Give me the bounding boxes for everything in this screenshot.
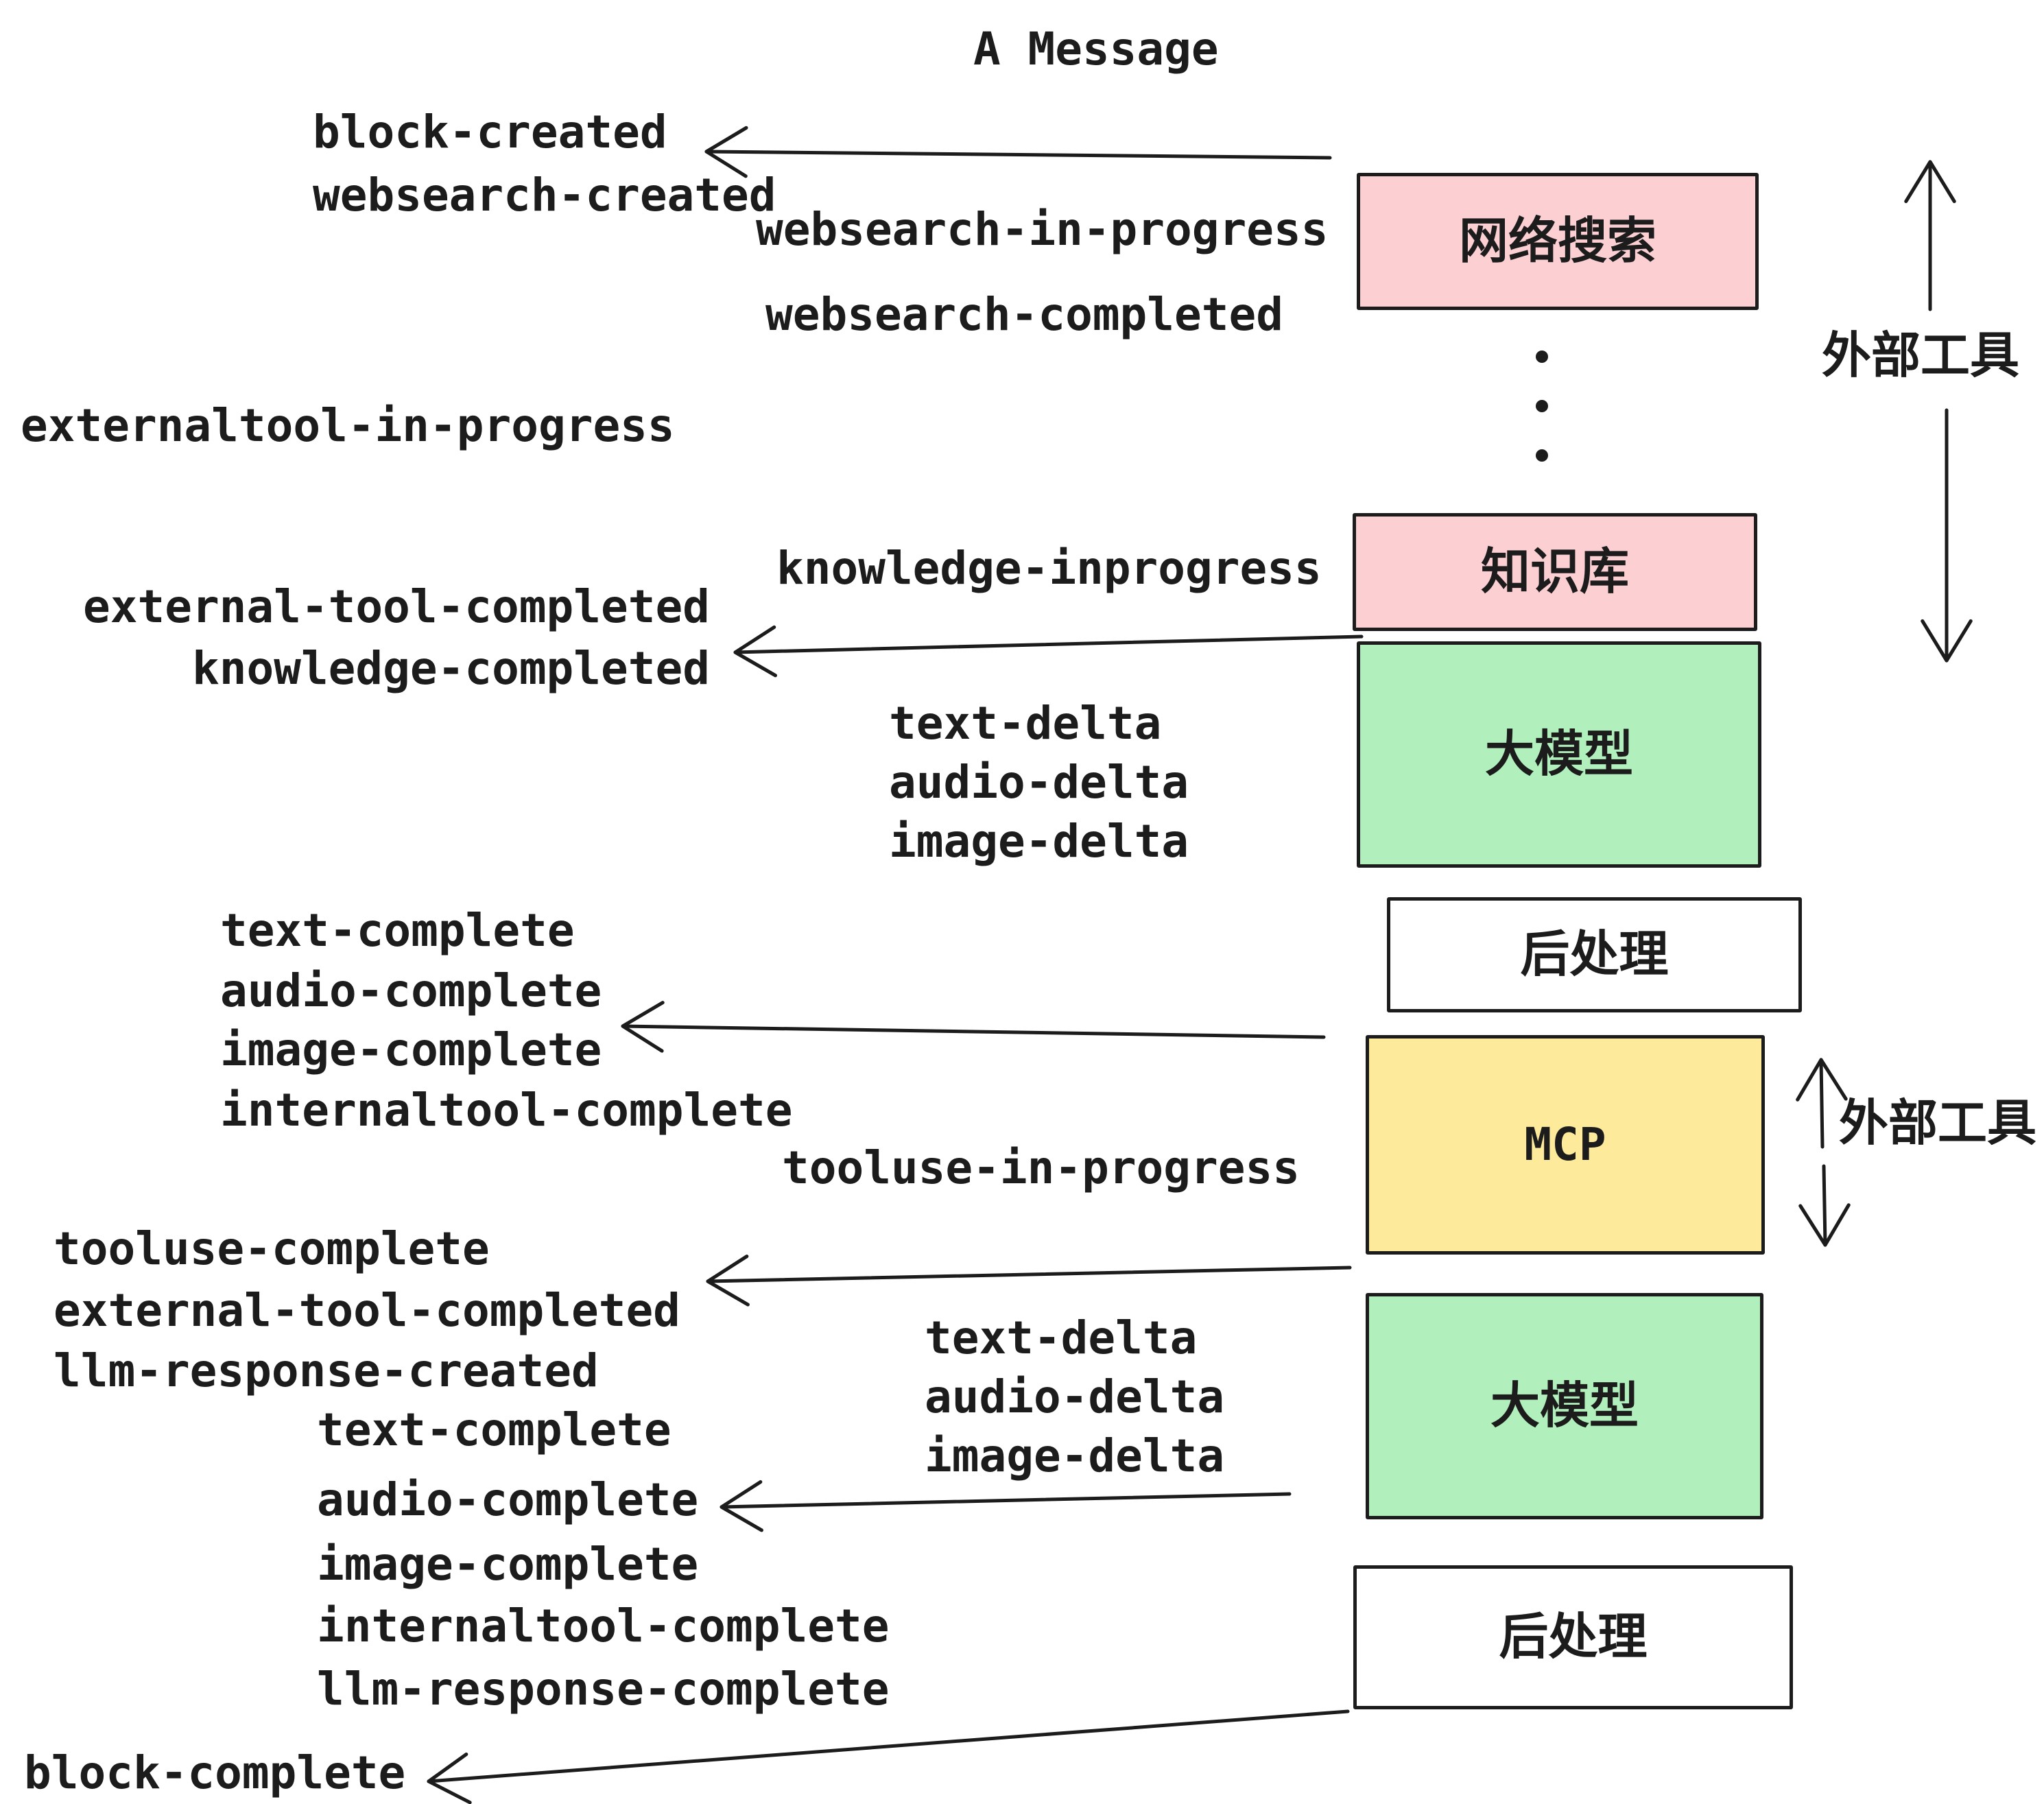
box-postprocess-2: 后处理 bbox=[1353, 1565, 1793, 1709]
mcp-double-arrow-up bbox=[1796, 1058, 1848, 1149]
event-label-block-complete: block-complete bbox=[24, 1746, 406, 1799]
event-label-image-delta-1: image-delta bbox=[889, 815, 1189, 868]
event-label-websearch-completed: websearch-completed bbox=[765, 288, 1283, 341]
box-label-llm-1: 大模型 bbox=[1484, 727, 1633, 782]
event-label-tooluse-complete: tooluse-complete bbox=[54, 1222, 490, 1275]
event-label-websearch-in-progress: websearch-in-progress bbox=[756, 203, 1329, 256]
event-label-audio-delta-2: audio-delta bbox=[925, 1370, 1225, 1423]
arrow-to-block-complete bbox=[427, 1709, 1350, 1804]
event-label-knowledge-completed: knowledge-completed bbox=[192, 642, 710, 695]
event-label-external-tool-completed-2: external-tool-completed bbox=[54, 1284, 680, 1337]
event-label-text-complete-1: text-complete bbox=[220, 904, 575, 957]
event-label-text-complete-2: text-complete bbox=[317, 1403, 672, 1456]
event-label-llm-response-complete: llm-response-complete bbox=[317, 1663, 890, 1716]
event-label-external-tool-completed-1: external-tool-completed bbox=[83, 580, 710, 633]
diagram-title: A Message bbox=[973, 23, 1219, 75]
event-label-internaltool-complete-1: internaltool-complete bbox=[220, 1084, 793, 1137]
arrow-to-audio-complete bbox=[720, 1480, 1292, 1532]
event-label-image-complete-1: image-complete bbox=[220, 1023, 602, 1076]
box-label-llm-2: 大模型 bbox=[1490, 1379, 1639, 1434]
event-label-audio-complete-1: audio-complete bbox=[220, 964, 602, 1017]
ellipsis-dots-icon bbox=[1536, 351, 1548, 462]
event-label-externaltool-in-progress: externaltool-in-progress bbox=[21, 399, 675, 452]
event-label-block-created: block-created bbox=[313, 106, 667, 158]
event-label-image-complete-2: image-complete bbox=[317, 1538, 699, 1591]
event-label-tooluse-in-progress: tooluse-in-progress bbox=[782, 1141, 1300, 1194]
event-label-image-delta-2: image-delta bbox=[925, 1429, 1225, 1482]
event-label-llm-response-created: llm-response-created bbox=[54, 1344, 599, 1397]
box-label-postprocess-1: 后处理 bbox=[1520, 927, 1669, 982]
box-llm-1: 大模型 bbox=[1357, 641, 1761, 868]
arrow-to-knowledge-completed bbox=[733, 625, 1364, 678]
event-label-knowledge-inprogress: knowledge-inprogress bbox=[776, 542, 1322, 595]
event-label-audio-complete-2: audio-complete bbox=[317, 1473, 699, 1526]
mcp-double-arrow-down bbox=[1798, 1164, 1851, 1247]
box-postprocess-1: 后处理 bbox=[1387, 897, 1802, 1012]
event-label-websearch-created: websearch-created bbox=[313, 169, 776, 222]
box-label-knowledge: 知识库 bbox=[1480, 545, 1629, 600]
event-label-audio-delta-1: audio-delta bbox=[889, 756, 1189, 809]
box-label-mcp: MCP bbox=[1524, 1118, 1606, 1171]
annotation-external-tools-1: 外部工具 bbox=[1822, 329, 2020, 383]
box-mcp: MCP bbox=[1366, 1035, 1765, 1255]
box-label-websearch: 网络搜索 bbox=[1458, 214, 1656, 269]
annotation-external-tools-2: 外部工具 bbox=[1839, 1096, 2037, 1151]
box-knowledge: 知识库 bbox=[1353, 513, 1757, 631]
arrow-to-block-created bbox=[704, 126, 1332, 178]
event-label-internaltool-complete-2: internaltool-complete bbox=[317, 1600, 890, 1652]
box-label-postprocess-2: 后处理 bbox=[1499, 1610, 1648, 1665]
arrow-to-image-complete bbox=[621, 1001, 1326, 1053]
box-llm-2: 大模型 bbox=[1366, 1293, 1763, 1519]
box-websearch: 网络搜索 bbox=[1357, 173, 1759, 310]
event-label-text-delta-1: text-delta bbox=[889, 697, 1162, 750]
arrow-to-external-tool-completed bbox=[706, 1255, 1352, 1307]
event-label-text-delta-2: text-delta bbox=[925, 1312, 1198, 1364]
